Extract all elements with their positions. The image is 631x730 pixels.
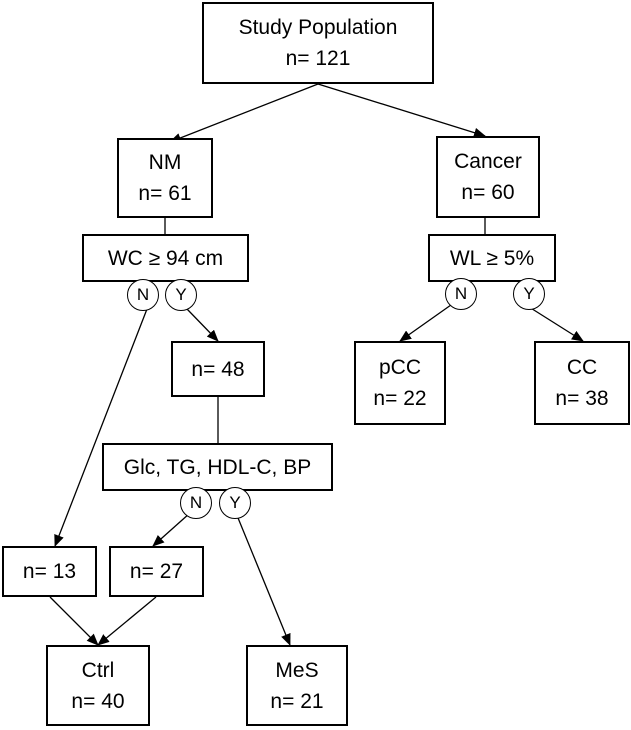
wl-no-label: N xyxy=(454,284,468,303)
cancer-box: Cancer n= 60 xyxy=(436,136,540,218)
n13-box: n= 13 xyxy=(2,546,97,597)
pcc-count: n= 22 xyxy=(373,387,427,410)
ctrl-title: Ctrl xyxy=(81,658,115,682)
criteria-no-badge: N xyxy=(180,487,212,519)
arrow-wc-yes-to-n48 xyxy=(186,308,219,342)
arrow-criteria-yes-to-mes xyxy=(235,512,291,646)
n13-count: n= 13 xyxy=(22,560,77,583)
ctrl-box: Ctrl n= 40 xyxy=(46,645,150,726)
n48-count: n= 48 xyxy=(191,357,245,381)
n48-box: n= 48 xyxy=(171,341,265,397)
cancer-title: Cancer xyxy=(454,150,522,173)
mes-count: n= 21 xyxy=(270,689,324,713)
pcc-title: pCC xyxy=(378,356,421,379)
pcc-box: pCC n= 22 xyxy=(354,341,446,425)
wc-criterion-box: WC ≥ 94 cm xyxy=(82,234,249,282)
wc-no-label: N xyxy=(136,285,150,304)
n27-box: n= 27 xyxy=(109,546,204,597)
cc-box: CC n= 38 xyxy=(534,341,630,425)
arrow-study-to-nm xyxy=(169,83,319,143)
mes-title: MeS xyxy=(275,658,319,682)
cancer-count: n= 60 xyxy=(461,181,515,204)
arrow-n27-to-ctrl xyxy=(97,596,157,646)
wl-yes-label: Y xyxy=(523,284,535,303)
wc-criterion-label: WC ≥ 94 cm xyxy=(107,246,224,270)
study-population-count: n= 121 xyxy=(285,47,351,70)
nm-count: n= 61 xyxy=(138,182,192,205)
cc-title: CC xyxy=(566,356,598,379)
study-population-box: Study Population n= 121 xyxy=(202,2,434,84)
arrow-criteria-no-to-n27 xyxy=(152,512,191,547)
wl-criterion-box: WL ≥ 5% xyxy=(428,234,556,282)
wl-no-badge: N xyxy=(445,278,477,310)
criteria-yes-label: Y xyxy=(229,493,241,512)
criteria-yes-badge: Y xyxy=(219,487,251,519)
wc-yes-label: Y xyxy=(175,285,187,304)
study-population-title: Study Population xyxy=(238,16,398,39)
wc-no-badge: N xyxy=(127,279,159,311)
wl-criterion-label: WL ≥ 5% xyxy=(449,246,535,270)
arrow-n13-to-ctrl xyxy=(49,596,99,646)
wl-yes-badge: Y xyxy=(513,278,545,310)
metabolic-criteria-box: Glc, TG, HDL-C, BP xyxy=(102,443,333,491)
arrow-study-to-cancer xyxy=(317,83,486,138)
nm-title: NM xyxy=(148,151,182,174)
ctrl-count: n= 40 xyxy=(71,689,125,713)
nm-box: NM n= 61 xyxy=(117,138,213,218)
mes-box: MeS n= 21 xyxy=(246,645,348,726)
n27-count: n= 27 xyxy=(129,560,184,583)
wc-yes-badge: Y xyxy=(165,279,197,311)
criteria-no-label: N xyxy=(189,493,203,512)
cc-count: n= 38 xyxy=(555,387,609,410)
metabolic-criteria-label: Glc, TG, HDL-C, BP xyxy=(123,455,312,479)
arrow-wc-no-to-n13 xyxy=(54,308,148,547)
